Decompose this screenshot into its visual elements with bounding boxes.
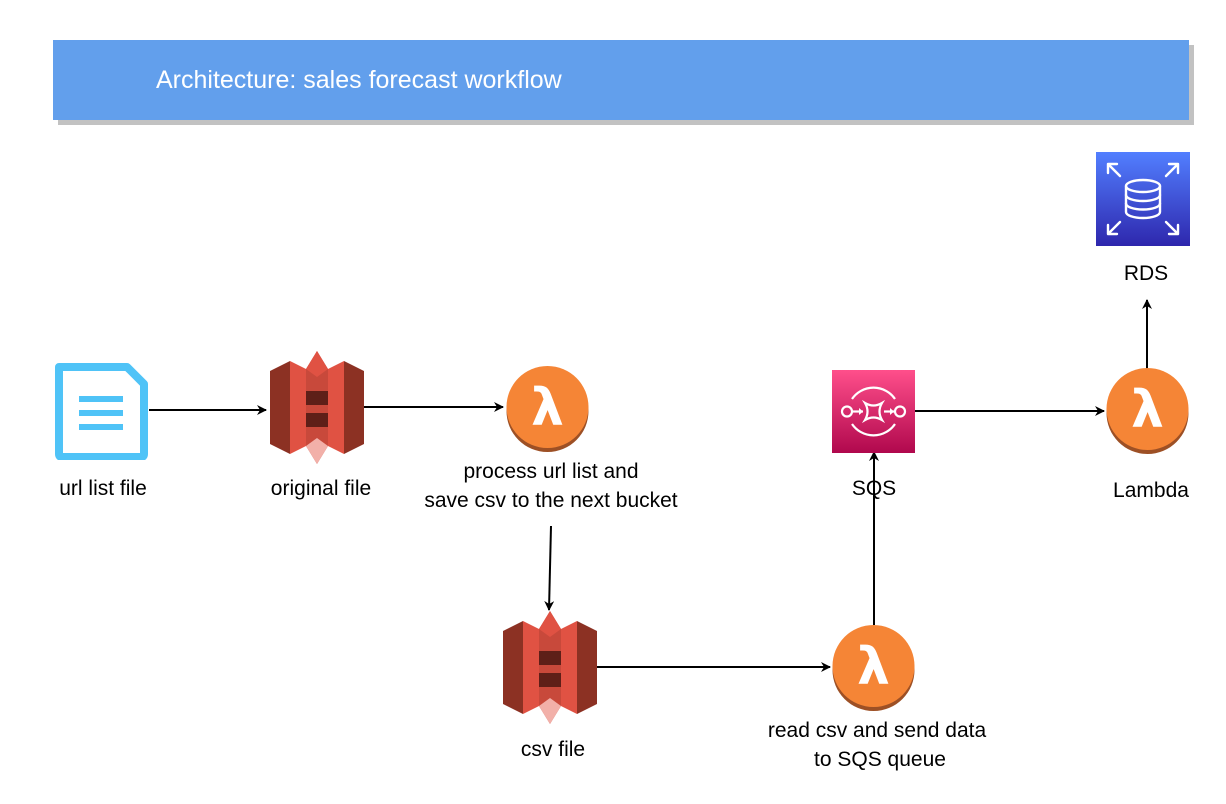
process-lambda-label-line1: process url list and <box>463 460 639 483</box>
original-file-label: original file <box>270 477 372 500</box>
lambda-icon: λ <box>1106 368 1189 454</box>
url-list-file-label: url list file <box>59 477 147 500</box>
read-lambda-label-line2: to SQS queue <box>814 748 946 771</box>
svg-text:λ: λ <box>531 378 564 438</box>
process-lambda-label-line2: save csv to the next bucket <box>424 489 678 512</box>
lambda-label: Lambda <box>1113 479 1189 502</box>
s3-bucket-icon <box>503 611 597 724</box>
lambda-icon: λ <box>506 366 589 452</box>
svg-text:λ: λ <box>857 637 890 697</box>
title-banner: Architecture: sales forecast workflow <box>53 40 1189 120</box>
s3-bucket-icon <box>270 351 364 464</box>
diagram-title: Architecture: sales forecast workflow <box>156 66 562 94</box>
arrow-process-to-csv <box>544 525 555 611</box>
sqs-label: SQS <box>851 477 897 500</box>
csv-file-label: csv file <box>520 738 586 761</box>
svg-text:λ: λ <box>1131 380 1164 440</box>
lambda-icon: λ <box>832 625 915 711</box>
rds-label: RDS <box>1123 262 1169 285</box>
sqs-icon <box>832 370 915 453</box>
rds-database-icon <box>1096 152 1190 246</box>
document-icon <box>55 363 148 460</box>
read-lambda-label-line1: read csv and send data <box>767 719 987 742</box>
